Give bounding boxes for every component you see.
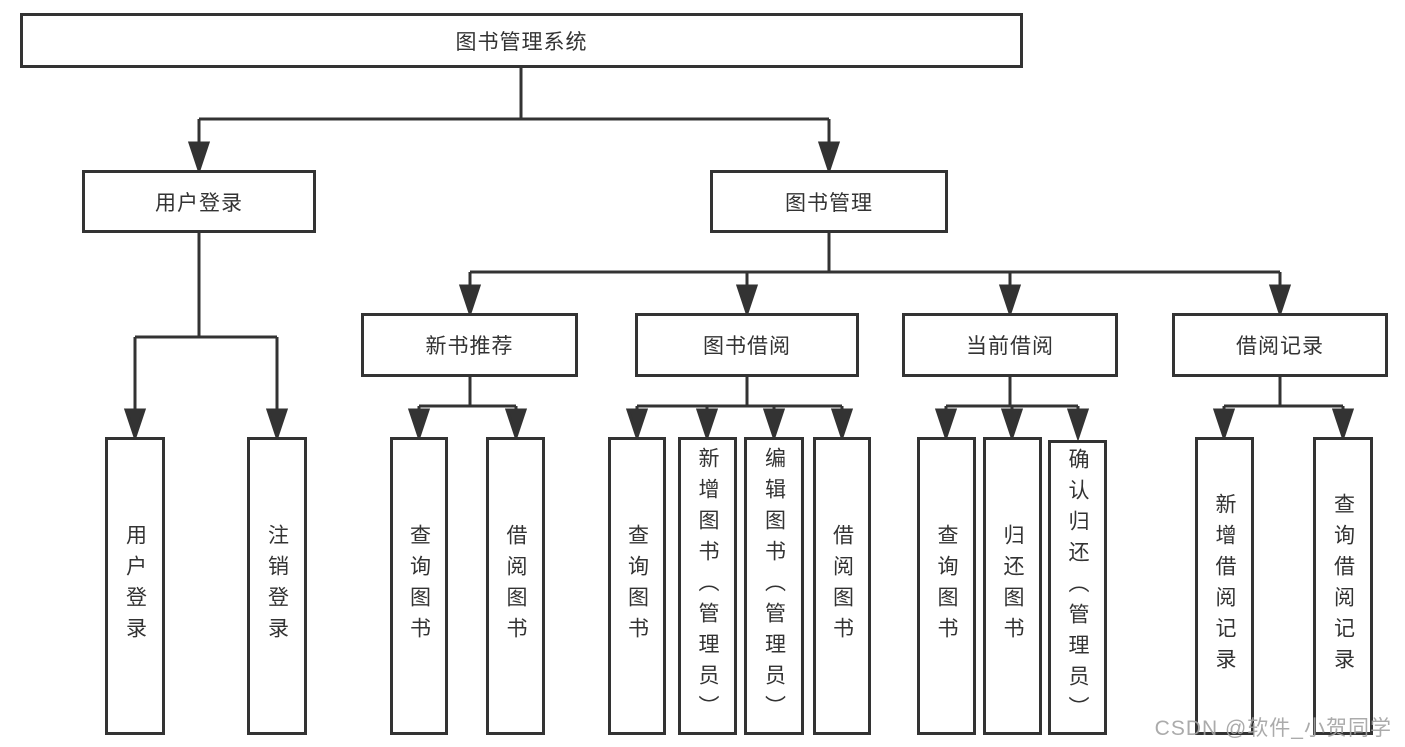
arrowhead-icon [695, 408, 719, 442]
connector-root-to-level2 [187, 68, 841, 175]
leaf-query-books: 查询图书 [390, 437, 448, 735]
node-current-borrowing: 当前借阅 [902, 313, 1118, 377]
node-label: 新书推荐 [425, 335, 514, 358]
node-library-management-system: 图书管理系统 [20, 13, 1023, 68]
arrowhead-icon [762, 408, 786, 442]
leaf-user-login: 用户登录 [105, 437, 165, 735]
leaf-add-books-admin: 新增图书（管理员） [678, 437, 737, 735]
node-label: 确认归还（管理员） [1066, 448, 1090, 727]
arrowhead-icon [1331, 408, 1355, 442]
arrowhead-icon [407, 408, 431, 442]
node-new-book-recommendation: 新书推荐 [361, 313, 578, 377]
node-label: 借阅图书 [830, 524, 854, 648]
node-label: 查询借阅记录 [1331, 493, 1355, 679]
arrowhead-icon [187, 141, 211, 175]
node-label: 借阅记录 [1236, 335, 1324, 358]
leaf-edit-books-admin: 编辑图书（管理员） [744, 437, 804, 735]
node-label: 查询图书 [625, 524, 649, 648]
node-label: 用户登录 [155, 191, 243, 215]
arrowhead-icon [830, 408, 854, 442]
arrowhead-icon [625, 408, 649, 442]
node-label: 查询图书 [935, 524, 959, 648]
leaf-logout: 注销登录 [247, 437, 307, 735]
arrowhead-icon [817, 141, 841, 175]
node-label: 新增图书（管理员） [696, 446, 720, 726]
arrowhead-icon [265, 408, 289, 442]
leaf-query-books-2: 查询图书 [608, 437, 666, 735]
connector-book-borrowing-to-leaves [625, 377, 854, 442]
leaf-query-books-3: 查询图书 [917, 437, 976, 735]
leaf-borrow-books-2: 借阅图书 [813, 437, 871, 735]
connector-user-login-to-leaves [123, 233, 289, 442]
node-label: 图书借阅 [703, 335, 791, 358]
arrowhead-icon [998, 284, 1022, 318]
node-borrowing-records: 借阅记录 [1172, 313, 1388, 377]
leaf-borrow-books: 借阅图书 [486, 437, 545, 735]
connector-book-management-to-level3 [458, 233, 1292, 318]
node-label: 新增借阅记录 [1213, 493, 1237, 679]
leaf-query-borrow-record: 查询借阅记录 [1313, 437, 1373, 735]
node-label: 注销登录 [265, 524, 289, 648]
connector-borrowing-records-to-leaves [1212, 377, 1355, 442]
csdn-watermark: CSDN @软件_小贺同学 [1154, 717, 1392, 740]
node-label: 编辑图书（管理员） [762, 446, 786, 726]
arrowhead-icon [1212, 408, 1236, 442]
leaf-add-borrow-record: 新增借阅记录 [1195, 437, 1254, 735]
node-label: 图书管理 [785, 191, 873, 215]
arrowhead-icon [504, 408, 528, 442]
node-label: 用户登录 [123, 524, 147, 648]
leaf-return-books: 归还图书 [983, 437, 1042, 735]
arrowhead-icon [1268, 284, 1292, 318]
connector-new-book-recommendation-to-leaves [407, 377, 528, 442]
node-book-borrowing: 图书借阅 [635, 313, 859, 377]
connector-current-borrowing-to-leaves [934, 377, 1090, 442]
leaf-confirm-return-admin: 确认归还（管理员） [1048, 440, 1107, 735]
arrowhead-icon [1000, 408, 1024, 442]
node-label: 当前借阅 [966, 335, 1054, 358]
arrowhead-icon [123, 408, 147, 442]
node-label: 图书管理系统 [455, 30, 588, 54]
arrowhead-icon [735, 284, 759, 318]
node-label: 借阅图书 [504, 524, 528, 648]
node-user-login: 用户登录 [82, 170, 316, 233]
arrowhead-icon [934, 408, 958, 442]
node-label: 归还图书 [1001, 524, 1025, 648]
node-label: 查询图书 [407, 524, 431, 648]
arrowhead-icon [458, 284, 482, 318]
node-book-management: 图书管理 [710, 170, 948, 233]
arrowhead-icon [1066, 408, 1090, 442]
